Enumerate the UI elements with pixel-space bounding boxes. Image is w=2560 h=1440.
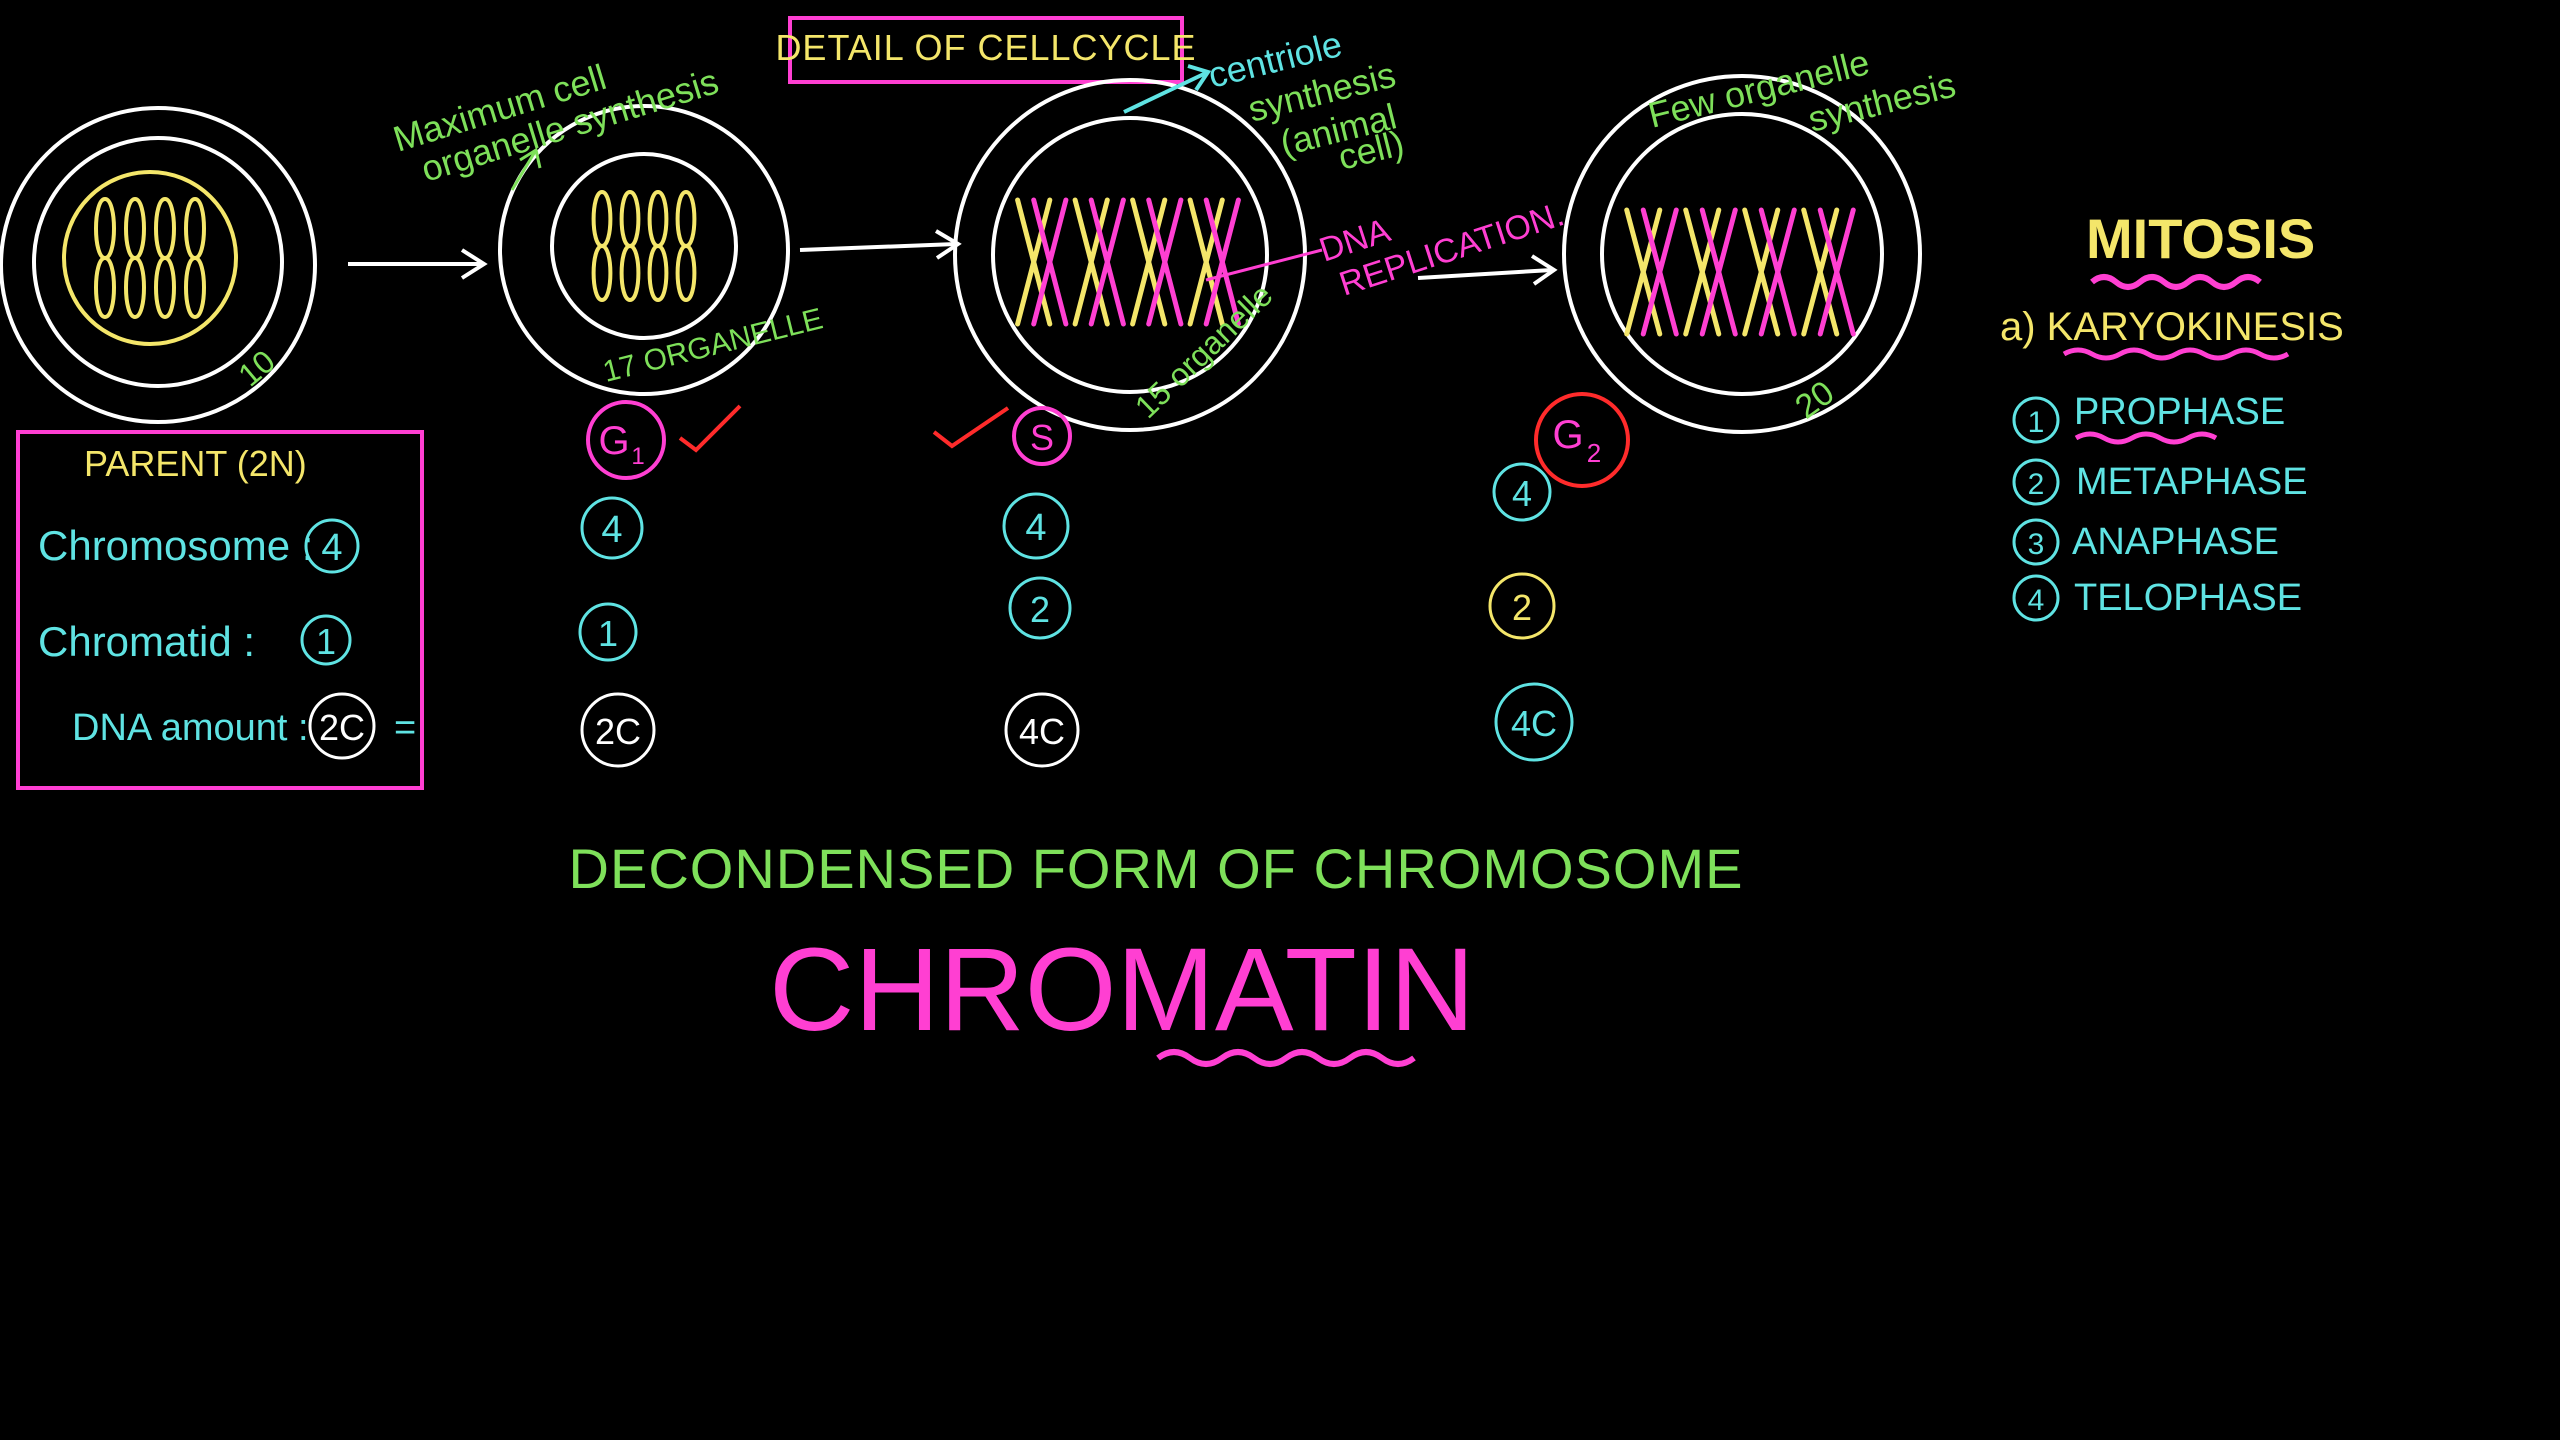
chromosome-strand	[184, 196, 206, 320]
centriole-arrow	[1123, 64, 1212, 114]
sister-chromatid	[1801, 207, 1840, 337]
mitosis-step-4-num: 4	[2028, 584, 2045, 617]
karyokinesis-underline	[2062, 347, 2290, 361]
sister-chromatid	[1203, 197, 1241, 327]
g1-chromatid: 1	[598, 613, 618, 654]
mitosis-steps: 1 PROPHASE 2 METAPHASE 3 ANAPHASE 4 TELO…	[2012, 391, 2308, 622]
g1-sub: 1	[631, 443, 644, 470]
s-chromatid: 2	[1030, 589, 1050, 630]
sister-chromatid	[1072, 197, 1110, 327]
mitosis-step-3-num: 3	[2028, 528, 2045, 561]
sister-chromatid	[1817, 207, 1856, 337]
mitosis-step-4-label: TELOPHASE	[2074, 577, 2302, 619]
sister-chromatid	[1088, 197, 1126, 327]
chromosome-strand	[675, 189, 697, 303]
dna-replication-pointer	[1205, 248, 1323, 282]
g2-chromatid: 2	[1512, 587, 1532, 628]
sister-chromatid	[1031, 197, 1069, 327]
mitosis-step-3-label: ANAPHASE	[2072, 521, 2279, 563]
g1-badge	[586, 400, 666, 480]
chromosome-strand	[591, 189, 613, 303]
footer-subtitle: DECONDENSED FORM OF CHROMOSOME	[569, 837, 1744, 900]
mitosis-title: MITOSIS	[2086, 207, 2315, 270]
mitosis-subtitle: a) KARYOKINESIS	[2000, 305, 2344, 349]
g2-chromosome: 4	[1512, 473, 1532, 514]
g1-dna: 2C	[595, 711, 641, 752]
chromatin-underline	[1156, 1049, 1416, 1067]
header-title: DETAIL OF CELLCYCLE	[775, 27, 1196, 68]
mitosis-step-2-num: 2	[2028, 468, 2045, 501]
parent-chromosome-value: 4	[321, 527, 342, 569]
sister-chromatid	[1699, 207, 1738, 337]
arrow-2	[799, 229, 962, 260]
chromosome-group	[1015, 197, 1241, 327]
header-box	[788, 16, 1184, 84]
parent-equals: =	[394, 707, 416, 749]
s-chromosome: 4	[1025, 507, 1046, 549]
mitosis-step-1-label: PROPHASE	[2074, 391, 2285, 433]
mitosis-step-1-num: 1	[2028, 406, 2045, 439]
sister-chromatid	[1640, 207, 1679, 337]
arrow-3	[1417, 254, 1558, 286]
parent-box	[16, 430, 424, 790]
parent-chromatid-label: Chromatid :	[38, 618, 255, 665]
sister-chromatid	[1146, 197, 1184, 327]
g2-label: G	[1552, 413, 1583, 457]
g1-checkmark	[678, 404, 742, 453]
sister-chromatid	[1130, 197, 1168, 327]
sister-chromatid	[1187, 197, 1225, 327]
chromosome-strand	[154, 196, 176, 320]
g1-label: G	[598, 419, 629, 463]
chromosome-strand	[124, 196, 146, 320]
chromosome-strand	[94, 196, 116, 320]
parent-dna-label: DNA amount :	[72, 707, 309, 749]
parent-dna-value: 2C	[319, 707, 365, 748]
chromosome-group	[1624, 207, 1856, 337]
parent-chromatid-value: 1	[316, 621, 336, 662]
s-dna: 4C	[1019, 711, 1065, 752]
g2-sub: 2	[1587, 438, 1601, 468]
prophase-underline	[2074, 431, 2218, 445]
arrow-1	[348, 248, 488, 280]
g2-dna: 4C	[1511, 703, 1557, 744]
mitosis-step-2-label: METAPHASE	[2076, 461, 2308, 503]
s-badge	[1012, 406, 1072, 466]
cell-2-note-arrow	[510, 147, 542, 191]
s-label: S	[1030, 417, 1054, 458]
g2-badge	[1534, 392, 1630, 488]
parent-chromosome-label: Chromosome :	[38, 522, 313, 569]
parent-title: PARENT (2N)	[84, 443, 307, 484]
s-checkmark	[932, 406, 1010, 449]
chromosome-strand	[619, 189, 641, 303]
sister-chromatid	[1758, 207, 1797, 337]
sister-chromatid	[1742, 207, 1781, 337]
footer-title: CHROMATIN	[769, 924, 1475, 1056]
mitosis-underline	[2090, 274, 2262, 290]
chromosome-group	[591, 189, 697, 303]
g1-chromosome: 4	[601, 509, 622, 551]
sister-chromatid	[1015, 197, 1053, 327]
sister-chromatid	[1624, 207, 1663, 337]
chromosome-group	[94, 196, 206, 320]
sister-chromatid	[1683, 207, 1722, 337]
chromosome-strand	[647, 189, 669, 303]
